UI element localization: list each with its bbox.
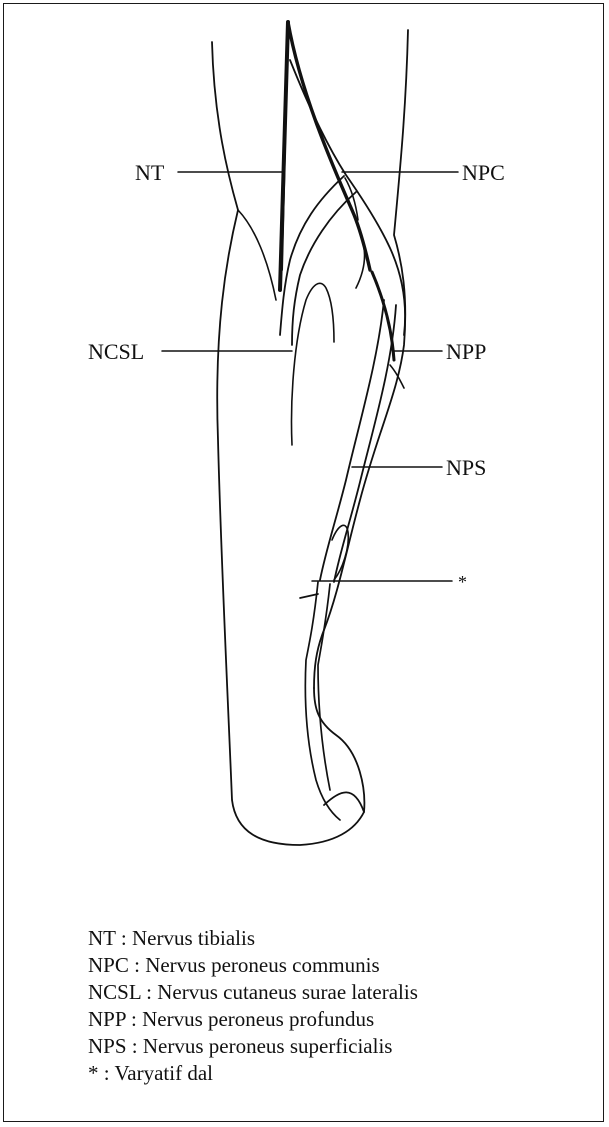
leg-left-outline	[212, 42, 364, 845]
calf-contour-left	[238, 210, 276, 300]
nerve-peroneus-communis	[288, 22, 405, 335]
label-nt: NT	[135, 162, 164, 184]
legend-text: : Varyatif dal	[104, 1061, 213, 1085]
label-ncsl: NCSL	[88, 341, 144, 363]
leader-lines	[162, 172, 458, 581]
variant-branch	[300, 582, 340, 820]
nerve-peroneus-profundus	[356, 248, 404, 388]
legend-abbr: NPC	[88, 953, 129, 977]
leg-outline	[212, 30, 408, 845]
legend-text: : Nervus tibialis	[121, 926, 255, 950]
legend-abbr: NPS	[88, 1034, 127, 1058]
legend-item: NPP : Nervus peroneus profundus	[88, 1006, 418, 1033]
label-npc: NPC	[462, 162, 505, 184]
legend: NT : Nervus tibialis NPC : Nervus perone…	[88, 925, 418, 1087]
legend-text: : Nervus peroneus superficialis	[132, 1034, 393, 1058]
legend-abbr: NCSL	[88, 980, 141, 1004]
legend-item: NPC : Nervus peroneus communis	[88, 952, 418, 979]
legend-item: NCSL : Nervus cutaneus surae lateralis	[88, 979, 418, 1006]
legend-text: : Nervus peroneus profundus	[131, 1007, 374, 1031]
nerve-cutaneus-surae-lateralis	[280, 176, 356, 345]
legend-item: NPS : Nervus peroneus superficialis	[88, 1033, 418, 1060]
label-nps: NPS	[446, 457, 486, 479]
legend-abbr: NPP	[88, 1007, 126, 1031]
legend-text: : Nervus peroneus communis	[134, 953, 380, 977]
legend-abbr: NT	[88, 926, 116, 950]
legend-abbr: *	[88, 1061, 99, 1085]
legend-item: NT : Nervus tibialis	[88, 925, 418, 952]
legend-item: * : Varyatif dal	[88, 1060, 418, 1087]
nerve-tibialis	[280, 22, 288, 290]
legend-text: : Nervus cutaneus surae lateralis	[146, 980, 418, 1004]
calf-contour-center	[292, 283, 334, 445]
label-star: *	[458, 573, 467, 591]
label-npp: NPP	[446, 341, 486, 363]
